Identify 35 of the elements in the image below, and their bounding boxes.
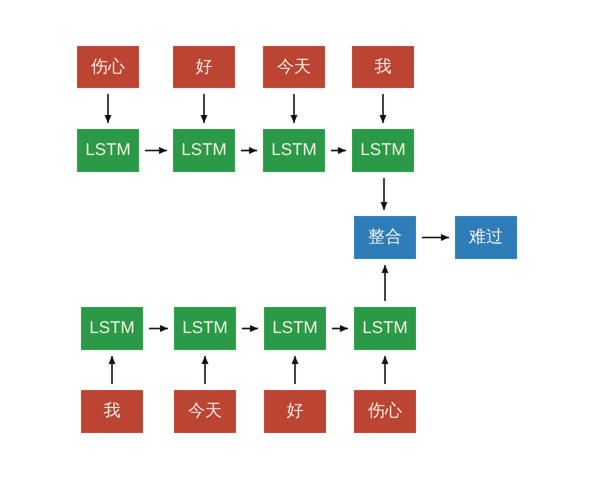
word-box: 好	[173, 46, 235, 88]
arrow	[380, 94, 386, 123]
arrow	[331, 147, 346, 154]
arrow	[382, 265, 388, 301]
word-box: 今天	[174, 390, 236, 433]
lstm-box: LSTM	[81, 307, 143, 350]
arrow	[380, 178, 388, 210]
word-box: 今天	[263, 46, 325, 88]
merge-box: 整合	[354, 216, 416, 259]
lstm-box: LSTM	[352, 129, 414, 172]
lstm-box: LSTM	[263, 129, 325, 172]
word-box: 我	[352, 46, 414, 88]
arrow	[202, 356, 208, 384]
lstm-box: LSTM	[173, 129, 235, 172]
arrow	[332, 325, 348, 332]
lstm-box: LSTM	[264, 307, 326, 350]
arrow	[145, 147, 167, 154]
output-box: 难过	[455, 216, 517, 259]
word-box: 伤心	[354, 390, 416, 433]
arrow	[290, 94, 298, 123]
word-box: 我	[81, 390, 143, 433]
arrow	[382, 356, 388, 384]
arrow	[149, 325, 168, 332]
arrow	[242, 325, 258, 332]
arrow	[292, 356, 298, 384]
arrow	[108, 356, 116, 384]
arrow	[200, 94, 208, 123]
arrow	[422, 234, 449, 241]
lstm-box: LSTM	[354, 307, 416, 350]
word-box: 好	[264, 390, 326, 433]
lstm-box: LSTM	[77, 129, 139, 172]
lstm-box: LSTM	[174, 307, 236, 350]
word-box: 伤心	[77, 46, 139, 88]
arrow	[104, 94, 112, 123]
arrow	[241, 147, 257, 154]
